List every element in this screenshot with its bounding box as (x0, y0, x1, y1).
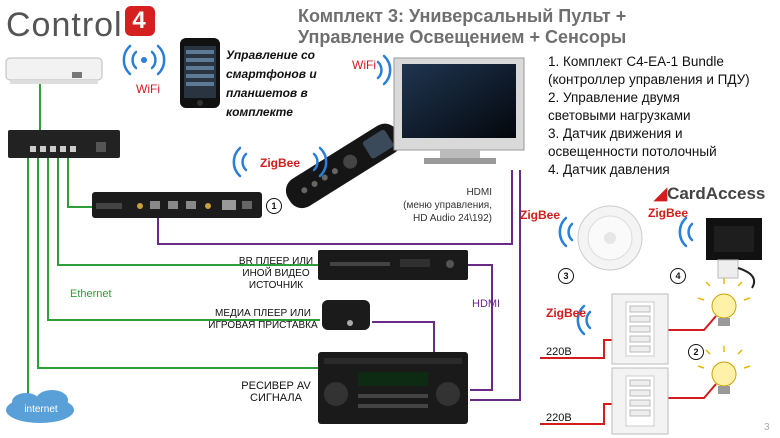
cardaccess-text: CardAccess (667, 184, 766, 203)
receiver-line-2: СИГНАЛА (250, 392, 302, 404)
feature-item: (контроллер управления и ПДУ) (548, 72, 750, 87)
title-line-1: Комплект 3: Универсальный Пульт + (298, 6, 627, 26)
br-player-line-1: BR ПЛЕЕР ИЛИ (238, 256, 314, 267)
tv-hdmi-line-1: HDMI (466, 187, 492, 198)
br-player-label: BR ПЛЕЕР ИЛИ ИНОЙ ВИДЕО ИСТОЧНИК (236, 256, 316, 292)
receiver-label: РЕСИВЕР AV СИГНАЛА (238, 380, 314, 404)
badge-dimmer: 2 (688, 344, 704, 360)
phone-text-line-2: смартфонов и (226, 67, 317, 81)
badge-controller: 1 (266, 198, 282, 214)
wifi-label-router: WiFi (136, 82, 160, 96)
tv-hdmi-label: HDMI (меню управления, HD Audio 24\192) (378, 186, 492, 225)
av-receiver (318, 352, 468, 424)
power-wires (540, 315, 717, 425)
internet-label: internet (24, 404, 58, 415)
tv-hdmi-line-2: (меню управления, (403, 200, 492, 211)
motion-sensor (577, 205, 643, 271)
phone-text-line-4: комплекте (226, 105, 293, 119)
cardaccess-logo: ◢CardAccess (654, 184, 765, 204)
tv-hdmi-line-3: HD Audio 24\192) (413, 213, 492, 224)
title-line-2: Управление Освещением + Сенсоры (298, 27, 627, 47)
media-player-line-1: МЕДИА ПЛЕЕР ИЛИ (215, 308, 311, 319)
pressure-sensor (706, 218, 762, 289)
zigbee-label-dimmer: ZigBee (546, 306, 587, 320)
media-player-line-2: ИГРОВАЯ ПРИСТАВКА (208, 320, 318, 331)
voltage-label-top: 220В (546, 346, 572, 358)
feature-item: 3. Датчик движения и (548, 126, 683, 141)
wifi-waves-tv-icon (376, 54, 392, 86)
br-player-line-2: ИНОЙ ВИДЕО (242, 268, 310, 279)
logo-mark: 4 (124, 6, 155, 36)
internet-cloud (6, 390, 74, 423)
media-player (322, 300, 370, 330)
lamp-bottom (697, 346, 751, 394)
remote-control (285, 123, 401, 209)
ethernet-label: Ethernet (70, 288, 112, 300)
ethernet-wires (27, 82, 320, 400)
feature-item: освещенности потолочный (548, 144, 717, 159)
network-switch (8, 130, 120, 158)
zigbee-waves-sensor-icon (558, 216, 574, 248)
zigbee-waves-dimmer-icon (576, 304, 592, 336)
power-wire-top-lamp (668, 315, 717, 331)
wifi-waves-router-icon (122, 44, 166, 76)
hdmi-wire-tv-receiver (470, 170, 521, 401)
zigbee-label-sensor: ZigBee (520, 208, 561, 222)
phone-text-line-3: планшетов в (226, 86, 308, 100)
hdmi-wires (157, 170, 521, 401)
power-wire-top (540, 339, 612, 359)
ethernet-wire-controller (67, 158, 92, 208)
feature-item: световыми нагрузками (548, 108, 691, 123)
hdmi-wire-br-receiver (468, 264, 493, 391)
television (393, 57, 525, 164)
voltage-label-bottom: 220В (546, 412, 572, 424)
phone-text-line-1: Управление со (226, 48, 315, 62)
ethernet-wire-receiver (37, 158, 318, 369)
cardaccess-mark-icon: ◢ (654, 184, 668, 203)
dimmer-keypad-bottom (611, 367, 669, 435)
page-title: Комплект 3: Универсальный Пульт + Управл… (298, 6, 698, 48)
logo-text: Control (6, 6, 123, 44)
zigbee-label-pressure: ZigBee (648, 206, 689, 220)
hdmi-wire-controller-tv (157, 170, 513, 245)
power-wire-bottom (540, 403, 612, 425)
access-point (5, 57, 103, 84)
feature-item: 1. Комплект C4-EA-1 Bundle (548, 54, 724, 69)
wifi-label-tv: WiFi (352, 58, 376, 72)
page-number: 3 (764, 422, 770, 433)
smartphone (180, 38, 220, 108)
zigbee-label-remote: ZigBee (260, 156, 301, 170)
zigbee-waves-remote-icon (232, 146, 328, 178)
hdmi-wire-media-receiver (372, 321, 435, 352)
badge-pressure: 4 (670, 268, 686, 284)
features-list: 1. Комплект C4-EA-1 Bundle (контроллер уп… (548, 54, 776, 180)
dimmer-keypad-top (611, 293, 669, 365)
br-player-line-3: ИСТОЧНИК (248, 280, 304, 291)
ethernet-wire-media-player (47, 158, 320, 321)
br-player (318, 250, 468, 280)
feature-item: 4. Датчик давления (548, 162, 670, 177)
badge-sensor: 3 (558, 268, 574, 284)
power-wire-bottom-lamp (668, 383, 717, 399)
lamp-top (697, 278, 751, 326)
zigbee-waves-pressure-icon (678, 216, 694, 248)
phone-control-text: Управление со смартфонов и планшетов в к… (226, 46, 336, 122)
ethernet-wire-br-player (57, 158, 318, 266)
control4-controller (92, 192, 262, 218)
receiver-line-1: РЕСИВЕР AV (241, 380, 311, 392)
feature-item: 2. Управление двумя (548, 90, 680, 105)
media-player-label: МЕДИА ПЛЕЕР ИЛИ ИГРОВАЯ ПРИСТАВКА (206, 308, 320, 332)
hdmi-label: HDMI (472, 298, 501, 310)
